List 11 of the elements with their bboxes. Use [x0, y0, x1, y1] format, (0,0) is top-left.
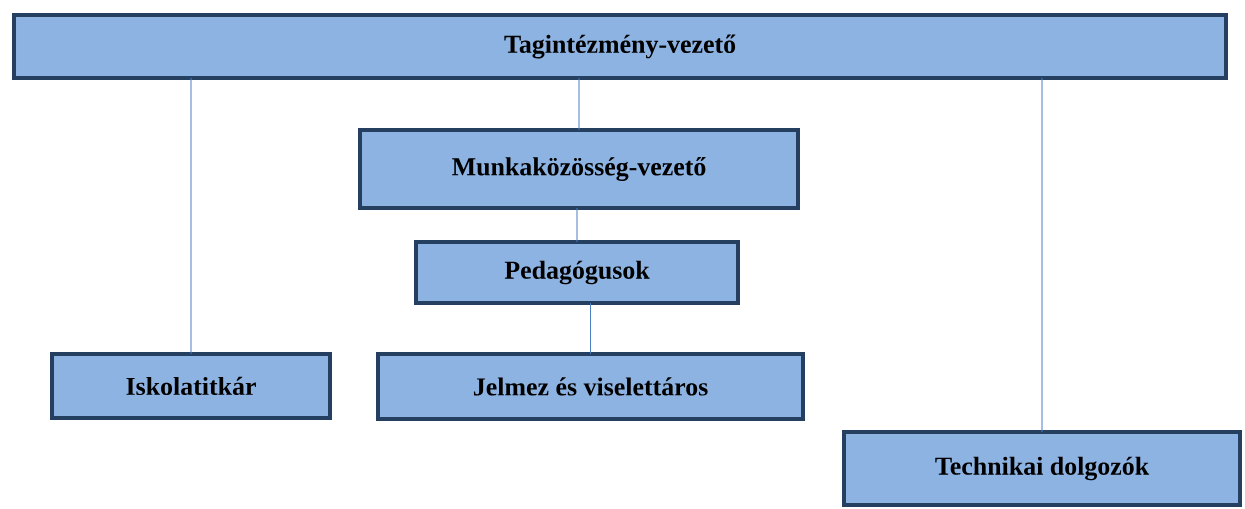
connector-line	[578, 77, 580, 131]
org-box: Iskolatitkár	[50, 352, 332, 420]
org-box: Tagintézmény-vezető	[12, 13, 1228, 80]
org-box: Munkaközösség-vezető	[358, 128, 800, 210]
org-box: Pedagógusok	[414, 240, 740, 305]
org-box: Jelmez és viselettáros	[376, 352, 805, 421]
connector-line	[190, 77, 192, 355]
connector-line	[590, 302, 591, 355]
connector-line	[576, 207, 578, 243]
org-box: Technikai dolgozók	[842, 430, 1242, 507]
connector-line	[1041, 77, 1043, 433]
